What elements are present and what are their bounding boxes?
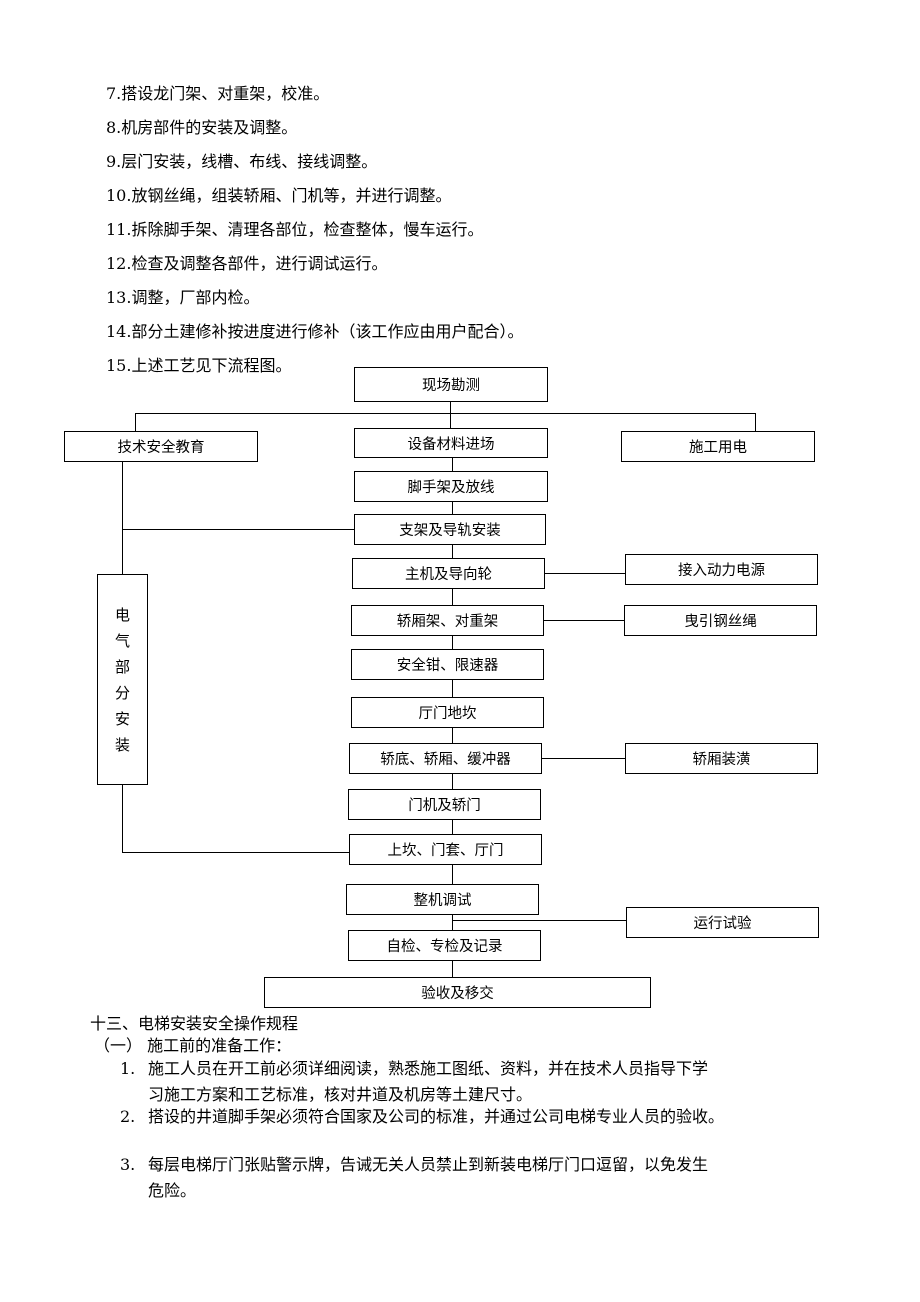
step-item: 8.机房部件的安装及调整。 bbox=[106, 118, 298, 137]
flow-box-main-step: 主机及导向轮 bbox=[352, 558, 545, 589]
flow-box-main-step: 门机及轿门 bbox=[348, 789, 541, 820]
connector-line bbox=[122, 529, 354, 531]
flow-box-construction-power: 施工用电 bbox=[621, 431, 815, 462]
flow-box-acceptance: 验收及移交 bbox=[264, 977, 651, 1008]
process-steps-list: 7.搭设龙门架、对重架，校准。 8.机房部件的安装及调整。 9.层门安装，线槽、… bbox=[106, 80, 523, 386]
connector-line bbox=[122, 852, 350, 854]
flow-box-main-step: 设备材料进场 bbox=[354, 428, 548, 458]
rule-number: 3. bbox=[120, 1155, 136, 1174]
rule-item: 1. 施工人员在开工前必须详细阅读，熟悉施工图纸、资料，并在技术人员指导下学 习… bbox=[120, 1056, 820, 1108]
step-item: 15.上述工艺见下流程图。 bbox=[106, 356, 292, 375]
connector-line bbox=[450, 402, 452, 414]
connector-line bbox=[544, 620, 624, 622]
flow-box-main-step: 上坎、门套、厅门 bbox=[349, 834, 542, 865]
connector-line bbox=[122, 462, 124, 574]
flow-box-electrical-install: 电 气 部 分 安 装 bbox=[97, 574, 148, 785]
vertical-char: 安 bbox=[114, 709, 130, 728]
vertical-char: 分 bbox=[114, 683, 130, 702]
flow-box-main-step: 安全钳、限速器 bbox=[351, 649, 544, 680]
rule-item: 2. 搭设的井道脚手架必须符合国家及公司的标准，并通过公司电梯专业人员的验收。 bbox=[120, 1104, 820, 1130]
flow-box-main-step: 支架及导轨安装 bbox=[354, 514, 546, 545]
rule-text: 每层电梯厅门张贴警示牌，告诫无关人员禁止到新装电梯厅门口逗留，以免发生 bbox=[148, 1155, 709, 1174]
rule-text: 搭设的井道脚手架必须符合国家及公司的标准，并通过公司电梯专业人员的验收。 bbox=[148, 1107, 725, 1126]
connector-line bbox=[135, 413, 137, 431]
flow-box-main-step: 轿底、轿厢、缓冲器 bbox=[349, 743, 542, 774]
rule-text: 危险。 bbox=[148, 1181, 197, 1200]
step-item: 11.拆除脚手架、清理各部位，检查整体，慢车运行。 bbox=[106, 220, 484, 239]
flow-box-main-step: 轿厢架、对重架 bbox=[351, 605, 544, 636]
step-item: 14.部分土建修补按进度进行修补（该工作应由用户配合）。 bbox=[106, 322, 524, 341]
connector-line bbox=[135, 413, 755, 415]
step-item: 10.放钢丝绳，组装轿厢、门机等，并进行调整。 bbox=[106, 186, 452, 205]
vertical-char: 气 bbox=[114, 631, 130, 650]
flow-box-site-survey: 现场勘测 bbox=[354, 367, 548, 402]
flow-box-main-step: 厅门地坎 bbox=[351, 697, 544, 728]
connector-line bbox=[450, 413, 452, 428]
rule-text: 施工人员在开工前必须详细阅读，熟悉施工图纸、资料，并在技术人员指导下学 bbox=[148, 1059, 709, 1078]
connector-line bbox=[545, 573, 625, 575]
section-heading: 十三、电梯安装安全操作规程 bbox=[90, 1014, 299, 1033]
step-item: 7.搭设龙门架、对重架，校准。 bbox=[106, 84, 330, 103]
rule-number: 2. bbox=[120, 1107, 136, 1126]
rule-item: 3. 每层电梯厅门张贴警示牌，告诫无关人员禁止到新装电梯厅门口逗留，以免发生 危… bbox=[120, 1152, 820, 1204]
connector-line bbox=[542, 758, 625, 760]
connector-line bbox=[122, 785, 124, 853]
vertical-char: 电 bbox=[114, 605, 130, 624]
flow-box-main-step: 自检、专检及记录 bbox=[348, 930, 541, 961]
flow-box-safety-training: 技术安全教育 bbox=[64, 431, 258, 462]
vertical-char: 装 bbox=[114, 735, 130, 754]
connector-line bbox=[452, 920, 626, 922]
flow-box-traction-rope: 曳引钢丝绳 bbox=[624, 605, 817, 636]
flow-box-main-step: 整机调试 bbox=[346, 884, 539, 915]
vertical-char: 部 bbox=[114, 657, 130, 676]
flow-box-power-connection: 接入动力电源 bbox=[625, 554, 818, 585]
step-item: 13.调整，厂部内检。 bbox=[106, 288, 260, 307]
flow-box-car-decoration: 轿厢装潢 bbox=[625, 743, 818, 774]
step-item: 12.检查及调整各部件，进行调试运行。 bbox=[106, 254, 388, 273]
rule-number: 1. bbox=[120, 1059, 136, 1078]
section-subheading: （一） 施工前的准备工作： bbox=[94, 1036, 292, 1055]
connector-line bbox=[755, 413, 757, 431]
step-item: 9.层门安装，线槽、布线、接线调整。 bbox=[106, 152, 378, 171]
rule-text: 习施工方案和工艺标准，核对井道及机房等土建尺寸。 bbox=[148, 1085, 533, 1104]
flow-box-trial-run: 运行试验 bbox=[626, 907, 819, 938]
flow-box-main-step: 脚手架及放线 bbox=[354, 471, 548, 502]
